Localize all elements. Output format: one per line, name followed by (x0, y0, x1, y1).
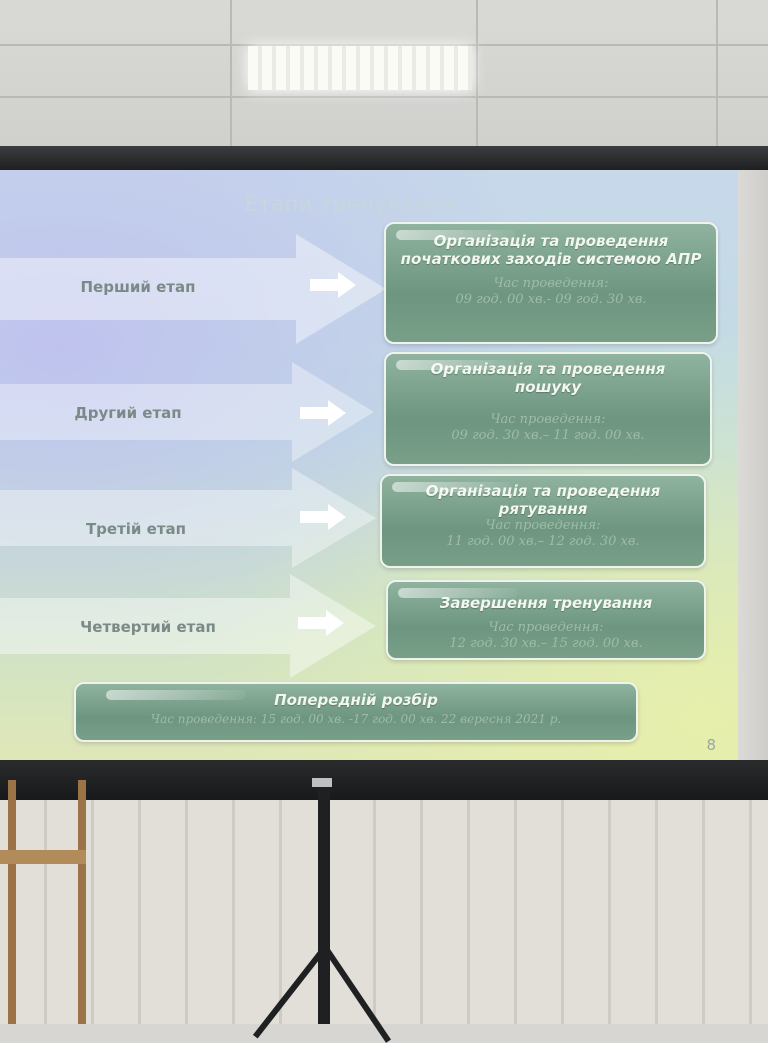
ceiling-grid-line (476, 0, 478, 160)
stage-3-arrow-icon (300, 504, 346, 530)
stage-4-big-arrow (0, 574, 376, 678)
tripod-stand-pole (318, 788, 330, 1024)
stage-4-box-title: Завершення тренування (439, 594, 653, 612)
slide-title: Етапи тренування (244, 192, 456, 216)
stage-4-arrow-icon (298, 610, 344, 636)
stage-4-box: Завершення тренування Час проведення: 12… (386, 580, 706, 660)
stage-4-label: Четвертий етап (80, 618, 216, 636)
ceiling-grid-line (230, 0, 232, 160)
wall-panels (0, 800, 768, 1024)
ceiling-light (248, 46, 472, 90)
stage-2-time-label: Час проведення: (490, 412, 606, 427)
ceiling-grid-line (716, 0, 718, 160)
summary-title: Попередній розбір (274, 691, 438, 709)
box-gloss (396, 360, 516, 370)
stage-3-big-arrow (0, 468, 376, 568)
screen-right-margin (738, 170, 768, 762)
stage-3-time-value: 11 год. 00 хв.– 12 год. 30 хв. (446, 534, 640, 549)
ceiling-grid-line (0, 96, 768, 98)
screen-brand-logo (312, 778, 332, 787)
stage-1-label: Перший етап (80, 278, 196, 296)
stage-2-big-arrow (0, 362, 374, 462)
summary-box: Попередній розбір Час проведення: 15 год… (74, 682, 638, 742)
stage-1-box: Організація та проведення початкових зах… (384, 222, 718, 344)
stage-2-label: Другий етап (74, 404, 182, 422)
box-gloss (106, 690, 246, 700)
ceiling-grid-line (0, 44, 768, 46)
stage-1-big-arrow (0, 234, 386, 344)
shelf-post (8, 780, 16, 1024)
projected-slide: Етапи тренування Перший етап Другий етап… (0, 170, 740, 762)
stage-2-time-value: 09 год. 30 хв.– 11 год. 00 хв. (451, 428, 645, 443)
summary-time: Час проведення: 15 год. 00 хв. -17 год. … (150, 712, 562, 726)
stage-3-time-label: Час проведення: (485, 518, 601, 533)
stage-4-time-label: Час проведення: (488, 620, 604, 635)
stage-1-arrow-icon (310, 272, 356, 298)
projector-screen-top-bar (0, 146, 768, 172)
projector-screen-bottom-bar (0, 760, 768, 800)
stage-4-time-value: 12 год. 30 хв.– 15 год. 00 хв. (449, 636, 643, 651)
wooden-shelf (0, 850, 86, 864)
box-gloss (396, 230, 516, 240)
stage-2-box: Організація та проведення пошуку Час про… (384, 352, 712, 466)
ceiling (0, 0, 768, 160)
stage-3-box: Організація та проведення рятування Час … (380, 474, 706, 568)
box-gloss (398, 588, 518, 598)
stage-1-box-title: Організація та проведення початкових зах… (400, 232, 702, 268)
stage-1-time-value: 09 год. 00 хв.- 09 год. 30 хв. (455, 292, 647, 307)
shelf-post (78, 780, 86, 1024)
slide-page-number: 8 (706, 736, 716, 754)
box-gloss (392, 482, 512, 492)
stage-1-time-label: Час проведення: (493, 276, 609, 291)
stage-3-label: Третій етап (85, 520, 187, 538)
stage-2-arrow-icon (300, 400, 346, 426)
